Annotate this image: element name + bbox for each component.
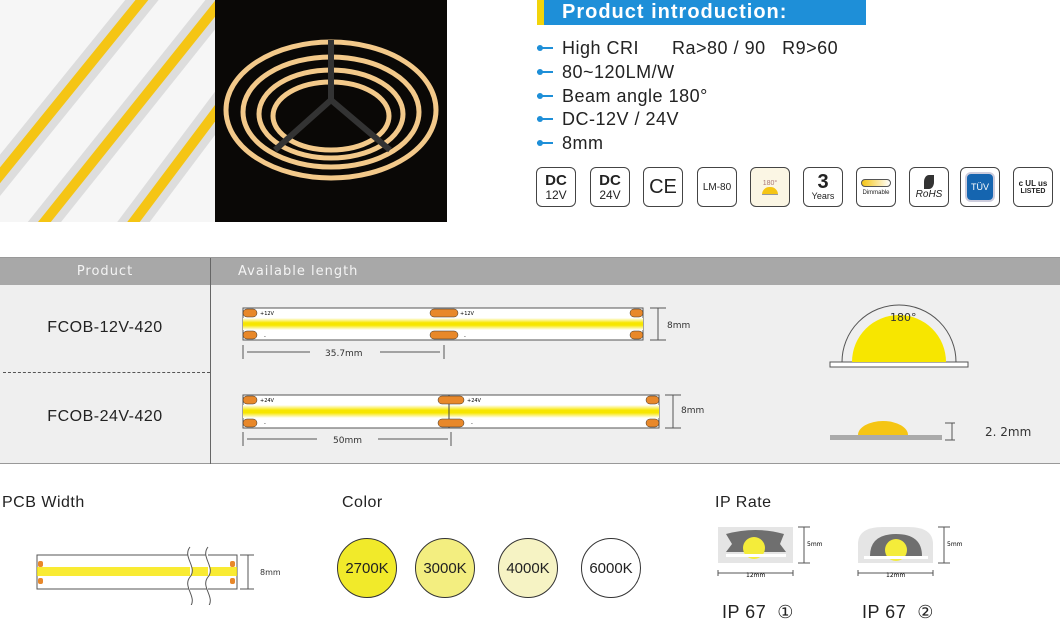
bullet-icon (537, 69, 553, 75)
beam-angle-label: 180° (890, 311, 917, 324)
feature-item: High CRI Ra>80 / 90 R9>60 (537, 37, 838, 59)
svg-text:+24V: +24V (260, 398, 275, 404)
strip-24v-diagram: +24V +24V - - 8mm 50mm (242, 394, 704, 446)
rohs-icon: RoHS (909, 167, 949, 207)
svg-text:-: - (464, 334, 466, 340)
ip67-profile-1: 5mm 12mm (717, 526, 823, 579)
bullet-icon (537, 140, 553, 146)
product-column-header: Product (76, 264, 134, 279)
length-label: 50mm (333, 436, 362, 446)
length-label: 35.7mm (325, 349, 363, 359)
ce-icon: CE (643, 167, 683, 207)
bullet-icon (537, 116, 553, 122)
feature-item: DC-12V / 24V (537, 108, 679, 130)
feature-text: Beam angle 180° (562, 85, 708, 106)
pcb-width-title: PCB Width (2, 494, 85, 511)
product-introduction-header: Product introduction: (537, 0, 866, 25)
svg-text:-: - (264, 421, 266, 427)
svg-text:-: - (471, 421, 473, 427)
product-name: FCOB-24V-420 (47, 408, 163, 425)
svg-text:5mm: 5mm (807, 541, 823, 548)
bullet-icon (537, 93, 553, 99)
dimmable-icon: Dimmable (856, 167, 896, 207)
feature-text: DC-12V / 24V (562, 108, 680, 129)
ip-profiles: 5mm 12mm 5mm 12mm (717, 526, 963, 579)
feature-item: 8mm (537, 132, 604, 154)
svg-text:5mm: 5mm (947, 541, 963, 548)
strip-reel-photo (215, 0, 447, 222)
color-3000k: 3000K (415, 538, 475, 598)
pcb-width-label: 8mm (260, 568, 281, 577)
svg-text:+12V: +12V (260, 311, 275, 317)
color-title: Color (342, 494, 383, 511)
product-name: FCOB-12V-420 (47, 319, 163, 336)
beam-angle-diagram: 180° (829, 304, 969, 368)
beam-180-icon: 180° (750, 167, 790, 207)
feature-item: 80~120LM/W (537, 61, 675, 83)
lm80-icon: LM-80 (697, 167, 737, 207)
width-label: 8mm (667, 321, 690, 331)
feature-text: High CRI Ra>80 / 90 R9>60 (562, 37, 839, 58)
bullet-icon (537, 45, 553, 51)
strip-height-diagram: 2. 2mm (830, 421, 1031, 441)
ip67-label-2: IP 67 ② (862, 602, 934, 622)
svg-text:+24V: +24V (467, 398, 482, 404)
feature-text: 80~120LM/W (562, 61, 675, 82)
strip-12v-diagram: +12V +12V - - 8mm 35.7mm (242, 307, 690, 359)
ip-rate-title: IP Rate (715, 494, 772, 511)
svg-text:12mm: 12mm (746, 572, 765, 579)
svg-text:+12V: +12V (460, 311, 475, 317)
color-6000k: 6000K (581, 538, 641, 598)
ip67-profile-2: 5mm 12mm (857, 526, 963, 579)
strip-closeup-photo (0, 0, 215, 222)
length-column-header: Available length (238, 264, 359, 279)
height-label: 2. 2mm (985, 425, 1031, 439)
feature-text: 8mm (562, 132, 604, 153)
svg-text:12mm: 12mm (886, 572, 905, 579)
spec-table: Product Available length FCOB-12V-420 FC… (0, 257, 1060, 464)
row-divider (3, 372, 210, 373)
width-label: 8mm (681, 406, 704, 416)
strip-diagrams: +12V +12V - - 8mm 35.7mm +24V +24V - - 8mm 5… (242, 304, 1031, 446)
ip67-label-1: IP 67 ① (722, 602, 794, 622)
color-2700k: 2700K (337, 538, 397, 598)
table-header: Product Available length (0, 258, 1060, 285)
color-4000k: 4000K (498, 538, 558, 598)
svg-text:-: - (264, 334, 266, 340)
tuv-icon: TÜV (960, 167, 1000, 207)
pcb-width-diagram: 8mm (36, 546, 281, 605)
feature-item: Beam angle 180° (537, 85, 708, 107)
